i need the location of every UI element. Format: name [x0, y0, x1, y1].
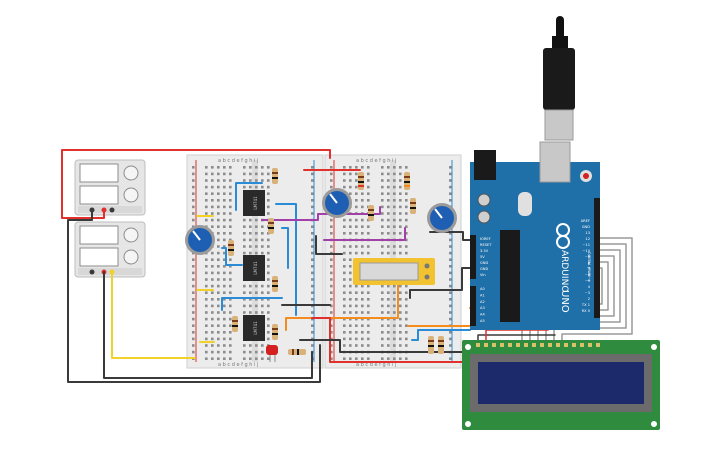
pin-label: A2 — [480, 300, 485, 304]
breadboard-column-labels: a b c d e f g h i j — [218, 362, 258, 368]
wire-purple — [323, 227, 406, 241]
resistor — [272, 276, 278, 292]
lcd-16x2-display[interactable] — [462, 340, 660, 430]
wire-red — [61, 149, 331, 219]
arduino-digital-caption: DIGITAL (PWM~) — [587, 252, 591, 282]
pin-label: 3.3V — [480, 249, 489, 253]
arduino-uno-board[interactable]: ARDUINO UNO DIGITAL (PWM~) IOREF RESET 3.3… — [470, 141, 600, 330]
svg-text:LM741: LM741 — [253, 196, 258, 210]
arduino-model: UNO — [559, 290, 570, 313]
arduino-infinity-logo — [556, 223, 570, 249]
pin-label: 7 — [588, 267, 590, 271]
resistor — [368, 205, 374, 221]
op-amp-chip-3[interactable]: LM741 — [243, 315, 265, 341]
wire-blue — [221, 297, 283, 311]
pin-label: 13 — [585, 231, 590, 235]
resistor — [232, 316, 238, 332]
pin-label: AREF — [581, 219, 590, 223]
pin-label: ~5 — [585, 279, 590, 283]
wire-blue — [411, 329, 471, 341]
pin-label: ~10 — [582, 249, 590, 253]
wire-yellow — [111, 271, 196, 359]
breadboard-column-labels: a b c d e f g h i j — [356, 158, 396, 164]
resistor — [428, 336, 434, 354]
pin-label: TX 1 — [581, 303, 590, 307]
resistor — [404, 172, 410, 190]
op-amp-chip-1[interactable]: LM741 — [243, 190, 265, 216]
pin-label: ~6 — [585, 273, 591, 277]
pin-label: A5 — [480, 319, 485, 323]
resistors[interactable] — [228, 168, 444, 355]
wire-blue — [221, 247, 243, 266]
pin-label: A0 — [480, 287, 485, 291]
resistor — [228, 240, 234, 256]
resistor — [268, 218, 274, 234]
pin-label: A3 — [480, 306, 485, 310]
svg-text:LM741: LM741 — [253, 321, 258, 335]
arduino-brand: ARDUINO — [559, 250, 569, 292]
resistor — [410, 198, 416, 214]
pin-label: RX 0 — [582, 309, 591, 313]
wire-black — [67, 209, 321, 383]
wire-black — [315, 235, 343, 255]
breadboard-column-labels: a b c d e f g h i j — [218, 158, 258, 164]
wire-gray — [561, 237, 633, 345]
pin-label: 2 — [588, 297, 590, 301]
potentiometer-3[interactable] — [427, 203, 457, 233]
pin-label: 12 — [585, 237, 590, 241]
pin-label: GND — [480, 261, 488, 265]
wire-gray — [553, 243, 627, 345]
potentiometer-2[interactable] — [322, 188, 352, 218]
svg-text:LM741: LM741 — [253, 261, 258, 275]
potentiometer-1[interactable] — [185, 225, 215, 255]
pin-label: GND — [582, 225, 590, 229]
wire-blue — [281, 227, 289, 269]
pin-label: ~3 — [585, 291, 590, 295]
pin-label: 8 — [588, 261, 591, 265]
wire-black — [409, 267, 471, 299]
breadboard-column-labels: a b c d e f g h i j — [356, 362, 396, 368]
wire-purple — [261, 206, 381, 221]
wire-blue — [275, 203, 297, 316]
wire-orange — [285, 284, 399, 331]
pin-label: GND — [480, 267, 488, 271]
wire-black — [103, 271, 313, 379]
pin-label: 5V — [480, 255, 485, 259]
pin-label: RESET — [480, 243, 492, 247]
pin-label: IOREF — [480, 237, 491, 241]
op-amp-chip-2[interactable]: LM741 — [243, 255, 265, 281]
pin-label: ~11 — [582, 243, 590, 247]
lcd-pin-header — [476, 343, 600, 347]
arduino-digital-pin-labels: AREF GND 13 12 ~11 ~10 ~9 8 7 ~6 ~5 4 ~3 2 TX 1 RX 0 — [581, 219, 591, 313]
arduino-power-pin-labels: IOREF RESET 3.3V 5V GND GND Vin — [480, 237, 492, 277]
power-supply-2[interactable] — [74, 221, 146, 278]
resistor — [438, 336, 444, 354]
red-led[interactable] — [266, 345, 278, 362]
pin-label: 4 — [588, 285, 591, 289]
usb-cable[interactable] — [543, 16, 575, 141]
pin-label: ~9 — [585, 255, 591, 259]
power-supply-1[interactable] — [74, 159, 146, 216]
resistor — [288, 349, 306, 355]
pin-label: A4 — [480, 313, 485, 317]
pin-label: A1 — [480, 293, 485, 297]
resistor — [358, 172, 364, 190]
resistor — [272, 324, 278, 340]
relay-module[interactable] — [353, 258, 435, 285]
resistor — [272, 168, 278, 184]
pin-label: Vin — [480, 273, 486, 277]
wire-blue — [235, 182, 263, 211]
